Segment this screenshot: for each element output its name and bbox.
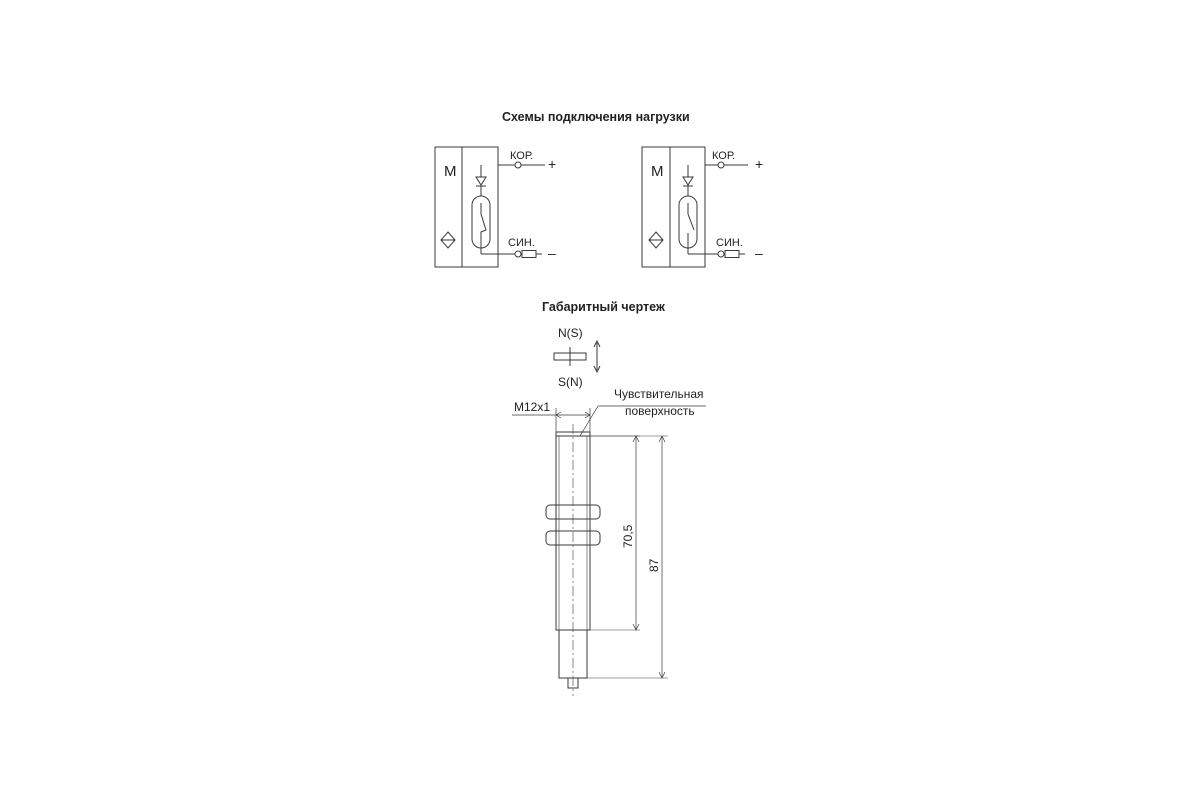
total-length-dimension: 87 bbox=[647, 558, 661, 572]
sensing-surface-label-line2: поверхность bbox=[625, 404, 695, 418]
arrow-up-icon bbox=[593, 339, 601, 348]
diode-icon bbox=[475, 176, 487, 187]
scheme-2-terminal-top-label: КОР. bbox=[712, 150, 735, 162]
scheme-1-terminal-top-label: КОР. bbox=[510, 150, 533, 162]
diode-icon bbox=[682, 176, 694, 187]
sensing-surface-leader bbox=[579, 405, 599, 437]
arrow-down-icon bbox=[593, 365, 601, 374]
thread-size-label: М12х1 bbox=[514, 400, 550, 414]
magnet-symbol bbox=[553, 339, 601, 374]
magnet-pole-bottom-label: S(N) bbox=[558, 375, 583, 389]
load-resistor bbox=[724, 250, 740, 258]
diamond-icon bbox=[648, 231, 664, 249]
sensing-surface-label-line1: Чувствительная bbox=[614, 387, 704, 401]
sensor-body-outline bbox=[641, 146, 706, 268]
sensor-body-outline bbox=[434, 146, 499, 268]
terminal-bottom bbox=[717, 250, 725, 258]
scheme-2-block-label: М bbox=[651, 163, 664, 180]
scheme-1-minus-sign: – bbox=[548, 245, 556, 261]
terminal-bottom bbox=[514, 250, 522, 258]
wiring-diagrams-title: Схемы подключения нагрузки bbox=[502, 110, 690, 124]
thread-length-dimension: 70,5 bbox=[621, 524, 635, 548]
dimension-drawing-title: Габаритный чертеж bbox=[542, 300, 665, 314]
scheme-1-plus-sign: + bbox=[548, 156, 556, 172]
scheme-1-terminal-bottom-label: СИН. bbox=[508, 237, 535, 249]
diamond-icon bbox=[440, 231, 456, 249]
scheme-2-terminal-bottom-label: СИН. bbox=[716, 237, 743, 249]
magnet-pole-top-label: N(S) bbox=[558, 326, 583, 340]
terminal-top bbox=[514, 161, 522, 169]
wiring-scheme-1 bbox=[434, 146, 545, 268]
sensor-outline bbox=[512, 405, 706, 696]
scheme-2-plus-sign: + bbox=[755, 156, 763, 172]
reed-switch-closed bbox=[480, 203, 487, 241]
terminal-top bbox=[717, 161, 725, 169]
load-resistor bbox=[521, 250, 537, 258]
reed-switch-open bbox=[687, 203, 695, 231]
wiring-scheme-2 bbox=[641, 146, 748, 268]
scheme-2-minus-sign: – bbox=[755, 245, 763, 261]
scheme-1-block-label: М bbox=[444, 163, 457, 180]
